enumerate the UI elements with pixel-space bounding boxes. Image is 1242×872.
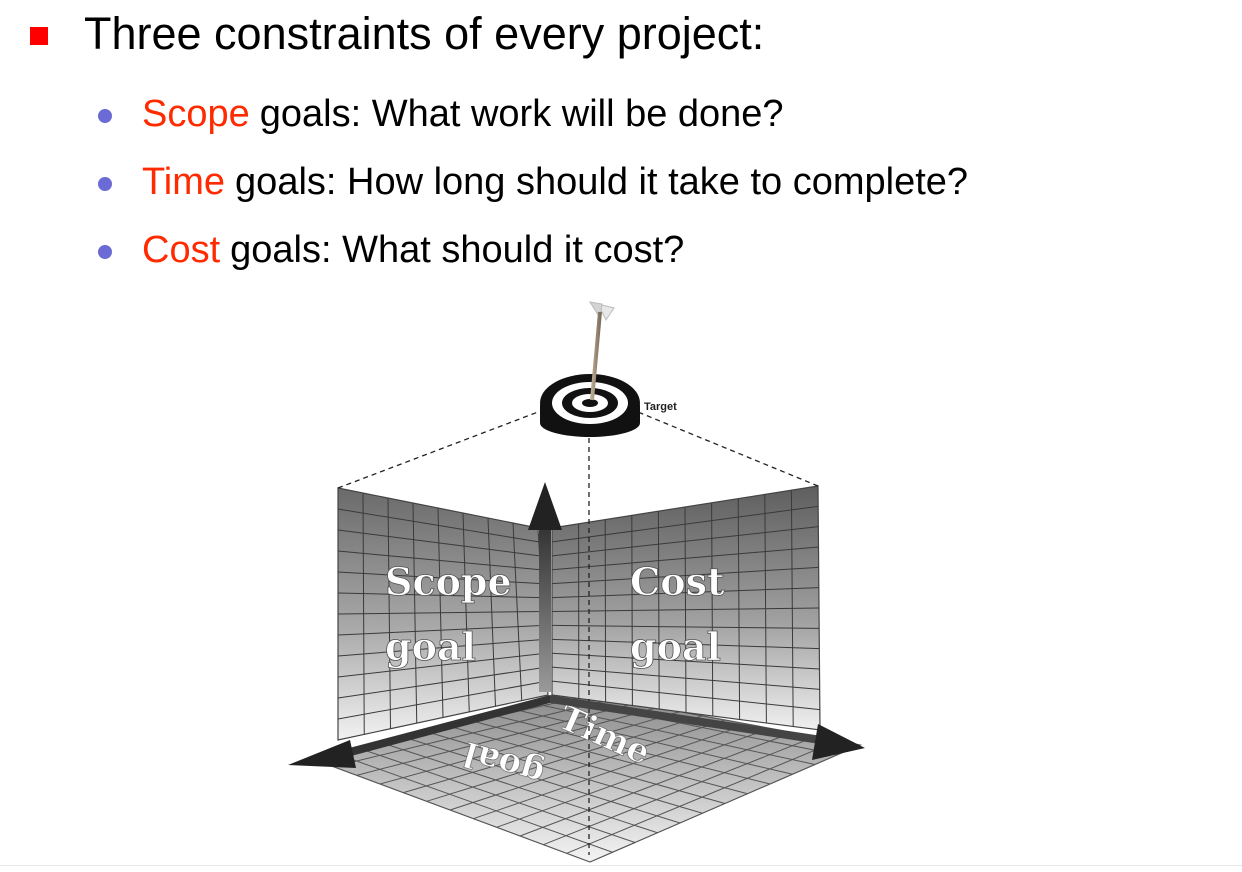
arrow-in-target-icon — [588, 301, 615, 401]
bullet-scope: Scope goals: What work will be done? — [98, 80, 968, 148]
triple-constraint-figure: Scope goal Cost goal Time goal — [270, 290, 890, 870]
bullet-text-scope: goals: What work will be done? — [259, 92, 784, 135]
round-bullet-icon — [98, 245, 112, 259]
bullet-text-cost: goals: What should it cost? — [230, 228, 685, 271]
bullet-cost: Cost goals: What should it cost? — [98, 216, 968, 284]
target-label: Target — [644, 401, 677, 413]
right-axis-arrow — [550, 695, 865, 760]
cost-wall-line2: goal — [630, 624, 721, 669]
round-bullet-icon — [98, 109, 112, 123]
bullet-accent-time: Time — [142, 160, 226, 203]
bullet-time: Time goals: How long should it take to c… — [98, 148, 968, 216]
heading-row: Three constraints of every project: — [30, 8, 764, 60]
triple-constraint-illustration: Scope goal Cost goal Time goal — [288, 301, 865, 863]
slide-heading: Three constraints of every project: — [84, 8, 765, 59]
scope-wall-line1: Scope — [385, 559, 512, 604]
scope-wall-line2: goal — [385, 624, 476, 669]
cost-wall-line1: Cost — [630, 559, 725, 604]
footer-divider — [0, 865, 1242, 866]
bullet-list: Scope goals: What work will be done? Tim… — [98, 80, 968, 284]
dashed-guides — [337, 411, 819, 855]
bullet-accent-cost: Cost — [142, 228, 221, 271]
round-bullet-icon — [98, 177, 112, 191]
vertical-axis-arrow — [528, 482, 562, 692]
scope-goal-wall — [337, 487, 549, 741]
target-icon — [540, 374, 640, 437]
bullet-text-time: goals: How long should it take to comple… — [235, 160, 969, 203]
cost-goal-wall — [551, 485, 821, 731]
square-bullet-icon — [30, 27, 48, 45]
bullet-accent-scope: Scope — [142, 92, 250, 135]
left-axis-arrow — [288, 695, 550, 768]
